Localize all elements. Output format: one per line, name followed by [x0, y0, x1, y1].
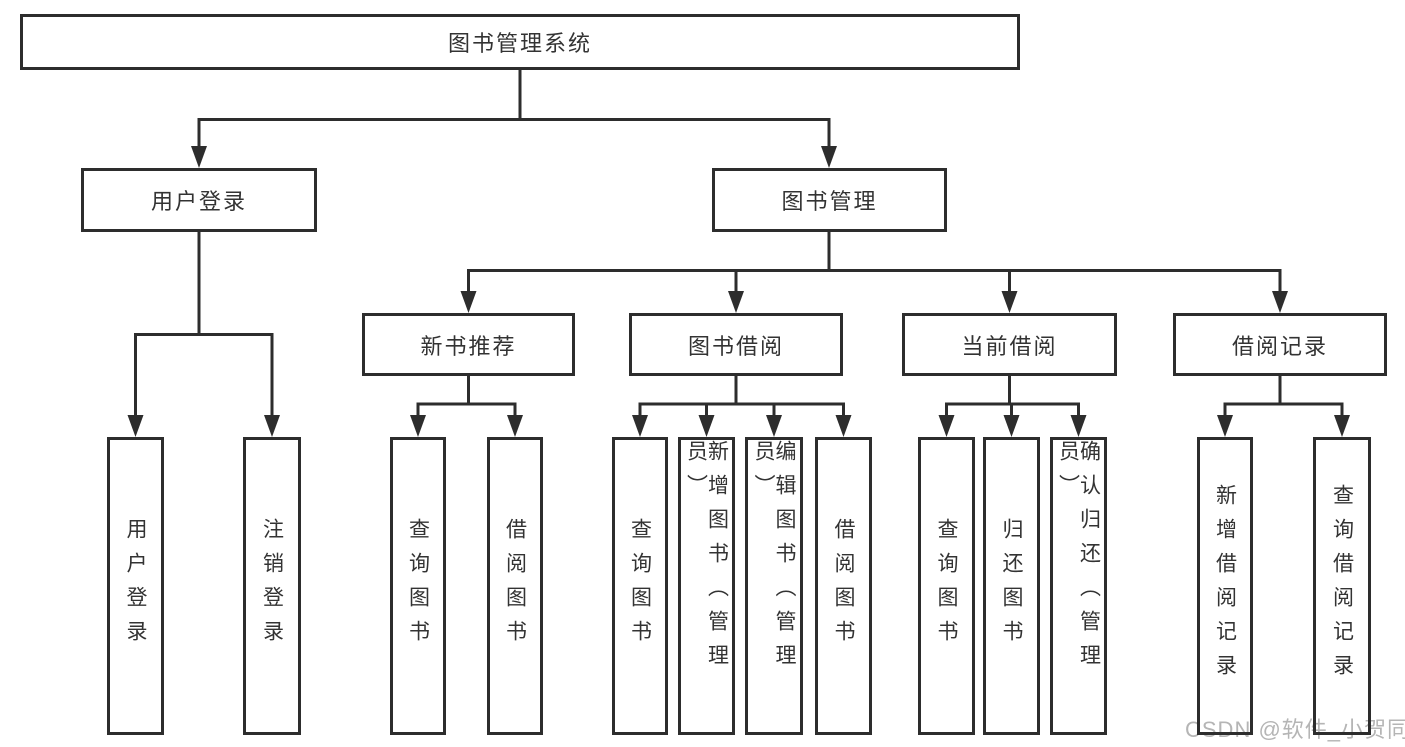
node-book-management: 图书管理 — [712, 168, 947, 232]
leaf-logout: 注销登录 — [243, 437, 301, 735]
leaf-return-books: 归还图书 — [983, 437, 1040, 735]
node-user-login: 用户登录 — [81, 168, 317, 232]
leaf-add-book-admin: 新增图书（管理员） — [678, 437, 735, 735]
leaf-query-books-3: 查询图书 — [918, 437, 975, 735]
node-current-borrowing: 当前借阅 — [902, 313, 1117, 376]
node-book-borrowing: 图书借阅 — [629, 313, 843, 376]
leaf-confirm-return-admin: 确认归还（管理员） — [1050, 437, 1107, 735]
leaf-add-borrow-record: 新增借阅记录 — [1197, 437, 1253, 735]
leaf-query-books-1: 查询图书 — [390, 437, 446, 735]
leaf-query-borrow-record: 查询借阅记录 — [1313, 437, 1371, 735]
node-borrowing-records: 借阅记录 — [1173, 313, 1387, 376]
leaf-user-login: 用户登录 — [107, 437, 164, 735]
leaf-borrow-books-2: 借阅图书 — [815, 437, 872, 735]
node-new-book-recommend: 新书推荐 — [362, 313, 575, 376]
leaf-query-books-2: 查询图书 — [612, 437, 668, 735]
node-root: 图书管理系统 — [20, 14, 1020, 70]
arrowhead-icons — [127, 146, 1350, 437]
leaf-edit-book-admin: 编辑图书（管理员） — [745, 437, 803, 735]
leaf-borrow-books-1: 借阅图书 — [487, 437, 543, 735]
